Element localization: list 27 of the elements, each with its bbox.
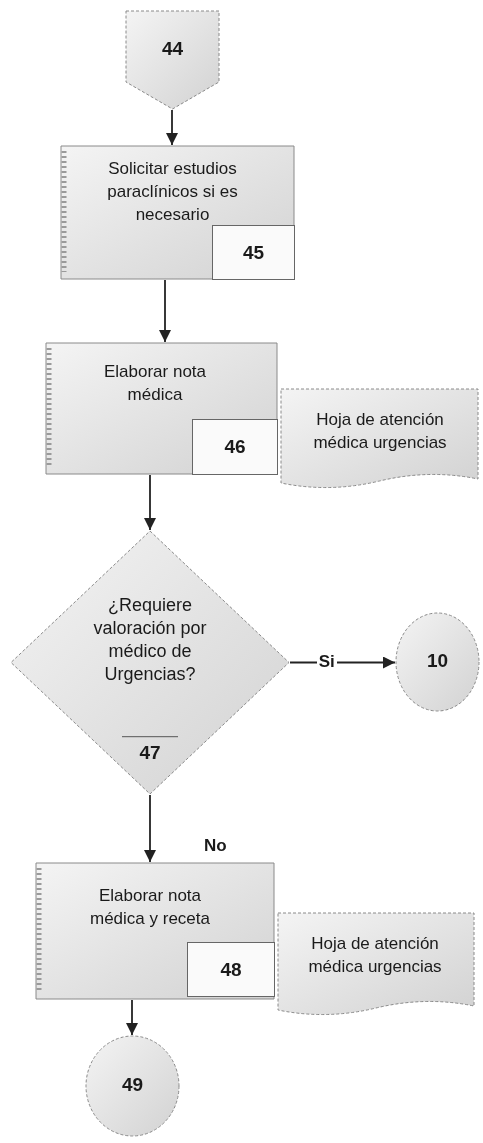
step-number: 48 [187,942,275,997]
arrow [289,656,396,669]
arrow [166,109,178,146]
process-box [45,342,278,475]
arrow [126,999,138,1036]
arrow [144,474,156,531]
edge-label: No [203,836,228,856]
arrow [159,279,171,343]
process-text: Elaborar nota médica [102,361,208,406]
process-box [60,145,295,280]
process-box [35,862,275,1000]
step-number: 46 [192,419,278,475]
decision-diamond [10,530,290,795]
arrow [144,794,156,863]
connector-circle [395,612,480,712]
step-number: 47 [138,742,162,764]
step-number: 49 [120,1074,145,1096]
decision-question: ¿Requiere valoración por médico de Urgencias? [92,593,208,686]
step-number: 45 [212,225,295,280]
step-number: 10 [425,650,450,672]
connector-circle [85,1035,180,1137]
process-text: Solicitar estudios paraclínicos si es necesario [106,158,239,226]
off-page-connector [125,10,220,110]
document-title: Hoja de atención médica urgencias [307,933,443,978]
step-number: 44 [160,38,185,60]
document-title: Hoja de atención médica urgencias [312,409,448,454]
process-text: Elaborar nota médica y receta [89,885,211,930]
